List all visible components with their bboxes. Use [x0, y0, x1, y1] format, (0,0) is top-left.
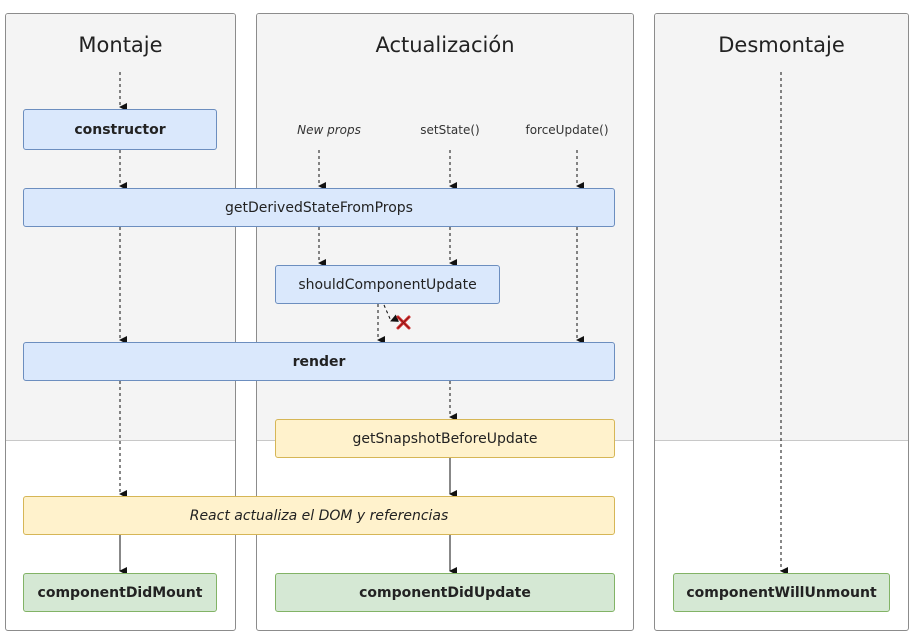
trigger-set-state: setState()	[420, 123, 480, 137]
step-react-updates-dom: React actualiza el DOM y referencias	[23, 496, 615, 535]
method-should-component-update: shouldComponentUpdate	[275, 265, 500, 304]
trigger-new-props: New props	[297, 123, 361, 137]
method-component-did-mount: componentDidMount	[23, 573, 217, 612]
column-title-updating: Actualización	[375, 33, 515, 57]
method-component-did-update: componentDidUpdate	[275, 573, 615, 612]
column-updating: Actualización	[256, 13, 634, 631]
trigger-force-update: forceUpdate()	[525, 123, 609, 137]
method-constructor: constructor	[23, 109, 217, 150]
method-render: render	[23, 342, 615, 381]
method-get-snapshot-before-update: getSnapshotBeforeUpdate	[275, 419, 615, 458]
column-title-mounting: Montaje	[78, 33, 163, 57]
render-phase-band	[655, 14, 908, 441]
column-title-unmounting: Desmontaje	[718, 33, 845, 57]
method-component-will-unmount: componentWillUnmount	[673, 573, 890, 612]
column-unmounting: Desmontaje	[654, 13, 909, 631]
column-mounting: Montaje	[5, 13, 236, 631]
method-get-derived-state-from-props: getDerivedStateFromProps	[23, 188, 615, 227]
